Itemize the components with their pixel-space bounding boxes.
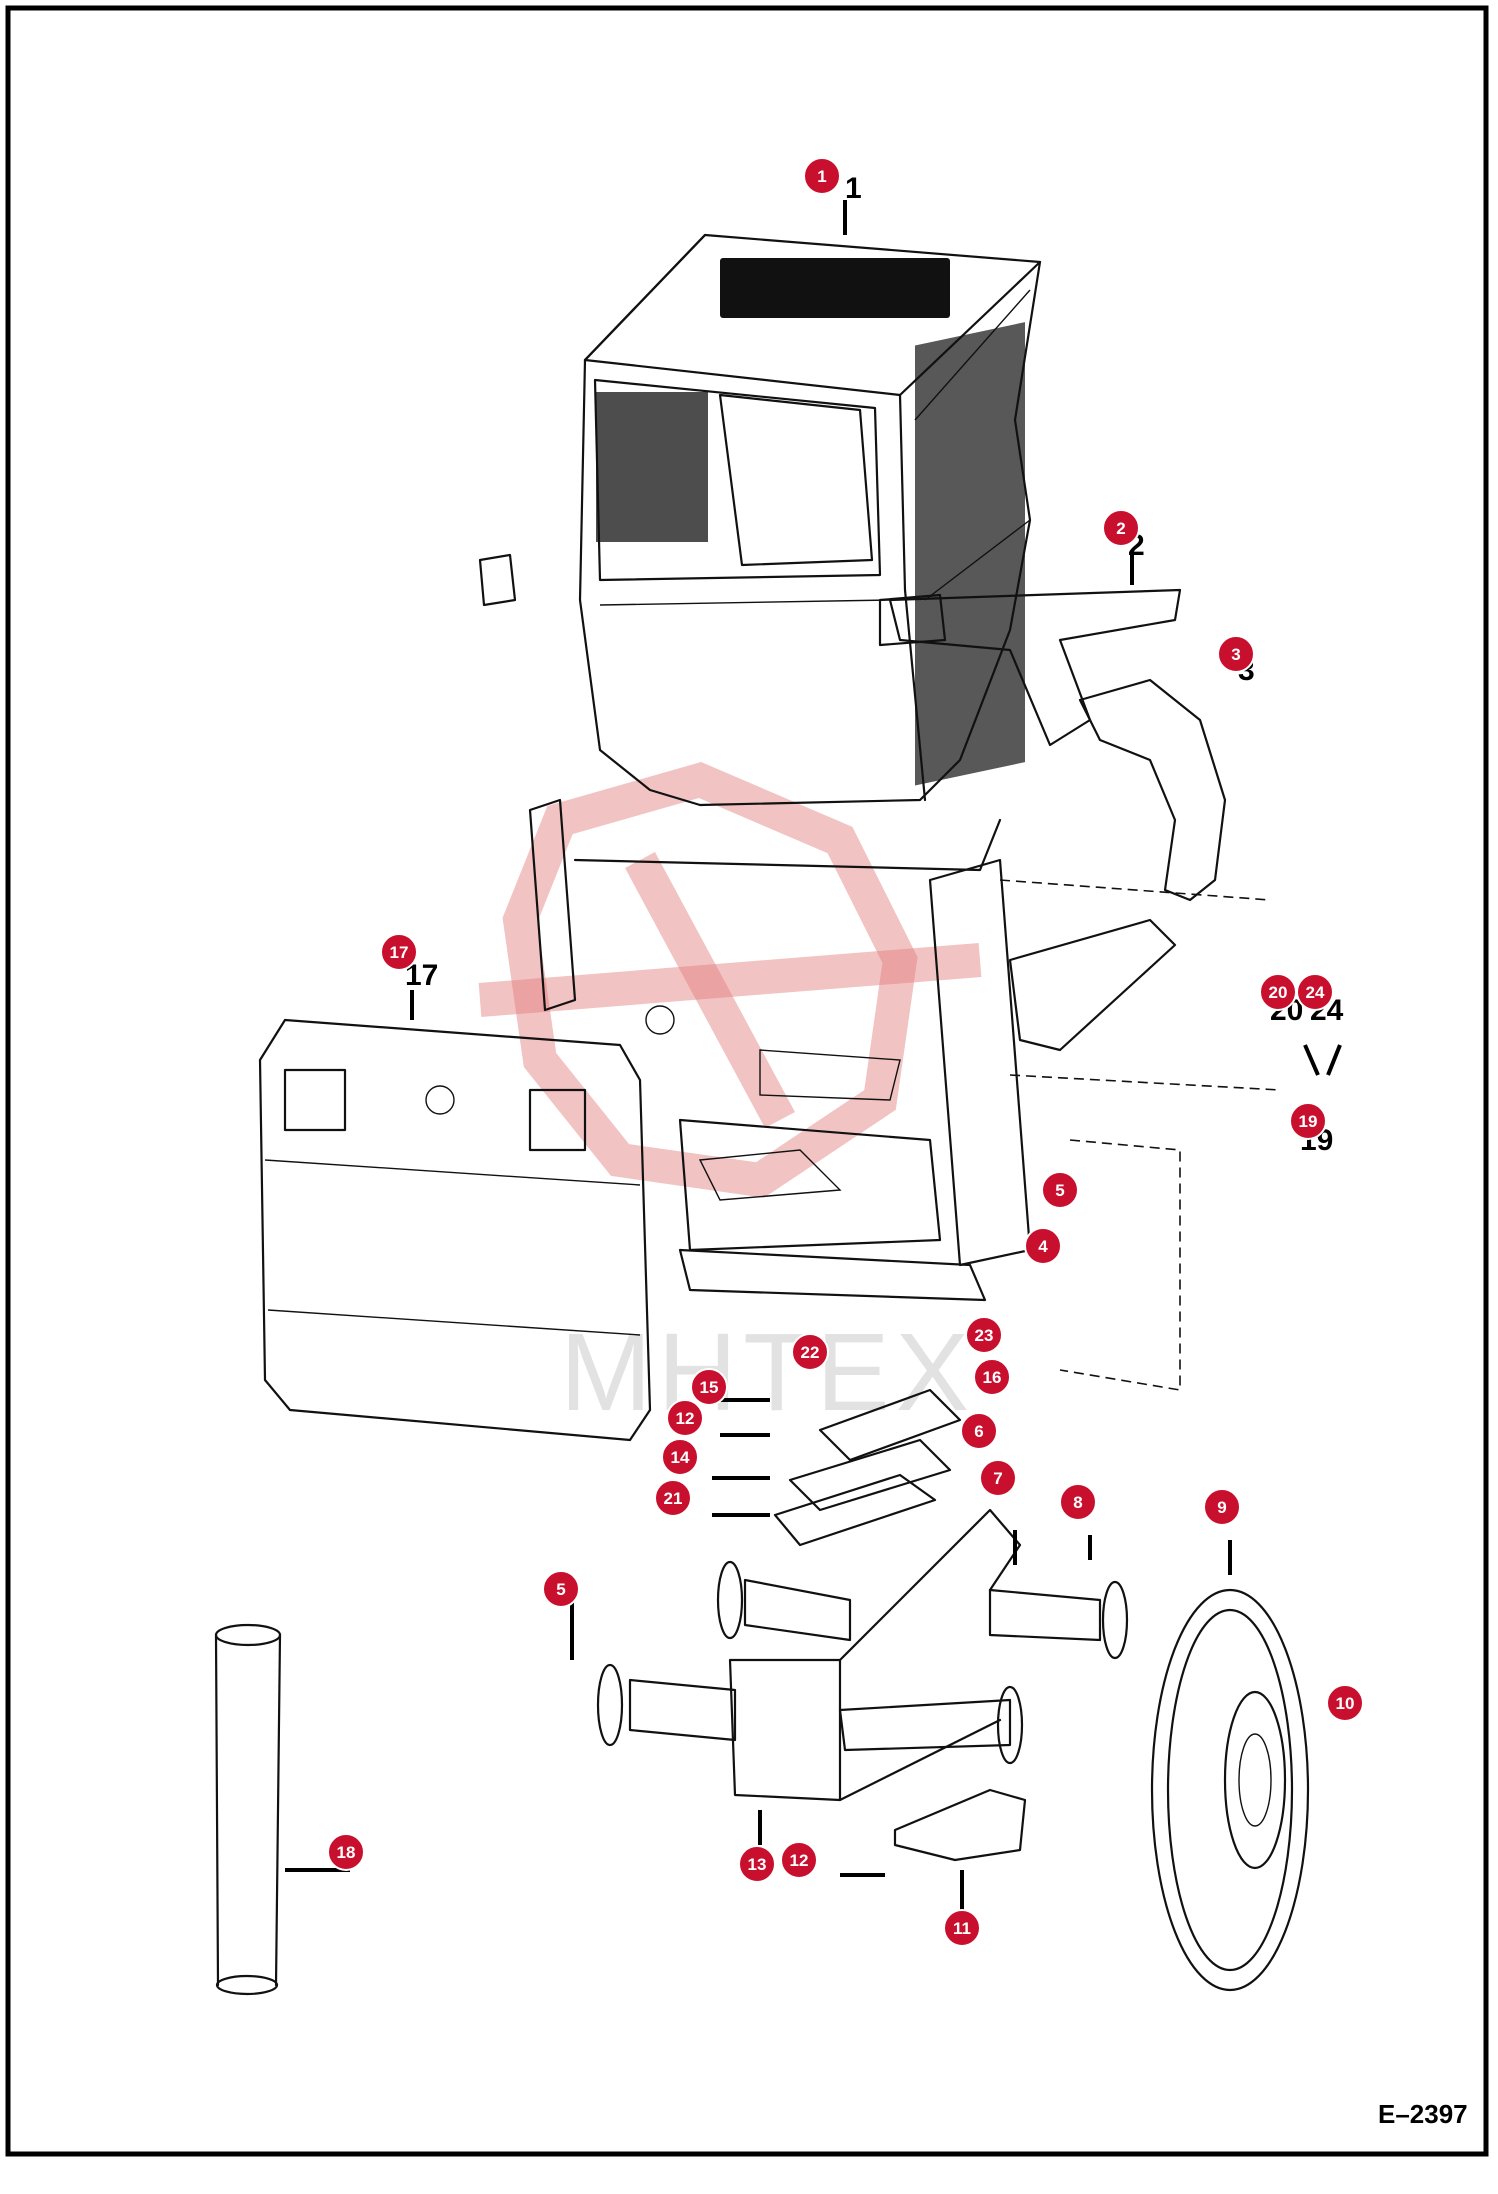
callout-22[interactable]: 22 [791, 1333, 829, 1371]
rear-door-part-17 [258, 1018, 652, 1442]
callout-label: 12 [790, 1851, 809, 1870]
callout-23[interactable]: 23 [965, 1316, 1003, 1354]
callout-label: 21 [664, 1489, 683, 1508]
callout-label: 3 [1231, 645, 1240, 664]
tire-part-9 [1150, 1588, 1310, 1992]
callout-label: 22 [801, 1343, 820, 1362]
callout-7[interactable]: 7 [979, 1459, 1017, 1497]
callout-label: 18 [337, 1843, 356, 1862]
callout-label: 1 [817, 167, 826, 186]
callout-1[interactable]: 1 [803, 157, 841, 195]
callout-label: 5 [556, 1580, 565, 1599]
cab-right-mesh [915, 322, 1025, 786]
callout-15[interactable]: 15 [690, 1368, 728, 1406]
callout-label: 20 [1269, 983, 1288, 1002]
callout-label: 24 [1306, 983, 1325, 1002]
plate-stack [773, 1388, 962, 1547]
watermark: MHTEX [478, 761, 982, 1434]
drawing-code: E–2397 [1378, 2099, 1468, 2129]
callout-label: 6 [974, 1422, 983, 1441]
callout-label: 4 [1038, 1237, 1048, 1256]
callout-10[interactable]: 10 [1326, 1684, 1364, 1722]
svg-text:1: 1 [845, 172, 862, 205]
callout-13[interactable]: 13 [738, 1845, 776, 1883]
callout-11[interactable]: 11 [943, 1909, 981, 1947]
fender-part-3 [1078, 678, 1227, 902]
callout-label: 7 [993, 1469, 1002, 1488]
skid-guard-part-11 [893, 1788, 1027, 1862]
callout-label: 8 [1073, 1493, 1082, 1512]
callout-4[interactable]: 4 [1024, 1227, 1062, 1265]
callout-label: 13 [748, 1855, 767, 1874]
callout-2[interactable]: 2 [1102, 509, 1140, 547]
tube-part-18 [214, 1623, 282, 1996]
watermark-text: MHTEX [560, 1311, 975, 1434]
callout-20[interactable]: 20 [1259, 973, 1297, 1011]
leader-lines [285, 200, 1342, 1910]
callout-18[interactable]: 18 [327, 1833, 365, 1871]
main-frame-part-4 [528, 798, 1281, 1391]
callout-12-upper[interactable]: 12 [666, 1399, 704, 1437]
axle-housing-part-13 [596, 1508, 1129, 1802]
page-border [5, 5, 1489, 2157]
callout-14[interactable]: 14 [661, 1438, 699, 1476]
callout-label: 23 [975, 1326, 994, 1345]
callout-3[interactable]: 3 [1217, 635, 1255, 673]
cab-assembly [478, 233, 1042, 807]
callout-5-lower[interactable]: 5 [542, 1570, 580, 1608]
cab-top-grille [720, 258, 950, 318]
callout-label: 16 [983, 1368, 1002, 1387]
callout-16[interactable]: 16 [973, 1358, 1011, 1396]
callout-6[interactable]: 6 [960, 1412, 998, 1450]
callout-label: 15 [700, 1378, 719, 1397]
callout-label: 5 [1055, 1181, 1064, 1200]
callout-19[interactable]: 19 [1289, 1102, 1327, 1140]
callout-24[interactable]: 24 [1296, 973, 1334, 1011]
callout-12-lower[interactable]: 12 [780, 1841, 818, 1879]
callout-9[interactable]: 9 [1203, 1488, 1241, 1526]
callout-label: 9 [1217, 1498, 1226, 1517]
callout-17[interactable]: 17 [380, 933, 418, 971]
callout-label: 12 [676, 1409, 695, 1428]
callout-label: 17 [390, 943, 409, 962]
callout-label: 10 [1336, 1694, 1355, 1713]
callout-label: 2 [1116, 519, 1125, 538]
callout-8[interactable]: 8 [1059, 1483, 1097, 1521]
cab-left-mesh [596, 392, 708, 542]
callout-label: 14 [671, 1448, 690, 1467]
callout-21[interactable]: 21 [654, 1479, 692, 1517]
callout-5-upper[interactable]: 5 [1041, 1171, 1079, 1209]
callout-label: 19 [1299, 1112, 1318, 1131]
callouts: 1 2 3 17 20 24 19 5 4 23 22 [327, 157, 1364, 1947]
callout-label: 11 [953, 1919, 971, 1938]
